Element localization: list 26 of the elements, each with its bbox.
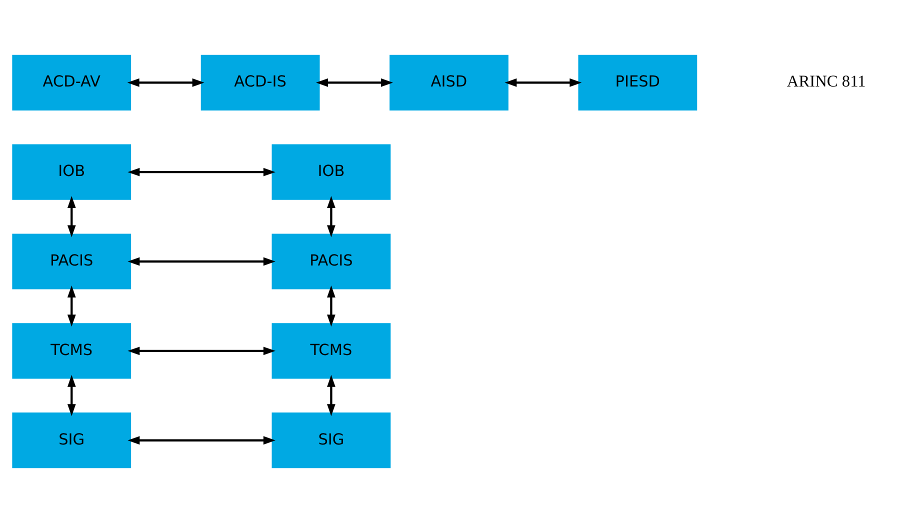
node-box: SIG	[12, 412, 132, 468]
arrow	[128, 257, 276, 266]
arrow	[504, 78, 582, 87]
arrow	[67, 374, 76, 416]
node-box: TCMS	[12, 323, 132, 379]
node-box: ACD-AV	[12, 54, 132, 110]
node-box: IOB	[272, 144, 391, 200]
arrow	[67, 196, 76, 238]
node-box: SIG	[272, 412, 391, 468]
node-box: ACD-IS	[200, 54, 320, 110]
arrow	[316, 78, 393, 87]
arrow	[327, 374, 336, 416]
node-box: PACIS	[12, 234, 132, 290]
label: ARINC 811	[786, 71, 866, 90]
arrow	[327, 285, 336, 327]
node-box: IOB	[12, 144, 132, 200]
node-box: TCMS	[272, 323, 391, 379]
arrow	[67, 285, 76, 327]
arrow	[127, 78, 204, 87]
arrow	[128, 168, 276, 176]
arrow	[128, 346, 276, 356]
arrow	[327, 196, 336, 238]
node-box: AISD	[390, 54, 508, 110]
arrow	[128, 436, 276, 445]
node-box: PACIS	[272, 234, 391, 290]
node-box: PIESD	[578, 54, 698, 110]
